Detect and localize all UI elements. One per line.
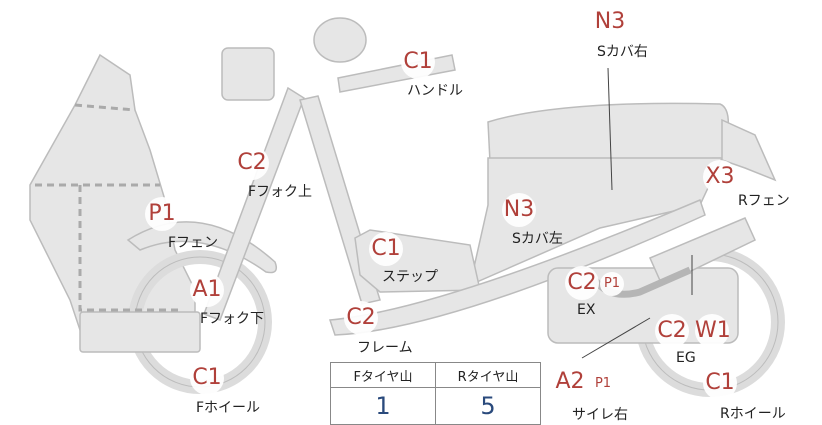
label-rear-fender: Rフェン bbox=[738, 193, 790, 209]
muffler-shape bbox=[649, 217, 756, 287]
label-fork-upper: Fフォク上 bbox=[248, 184, 313, 200]
grade-step: C1 bbox=[369, 232, 403, 266]
front-tread-value: 1 bbox=[330, 387, 436, 425]
label-front-fender: Fフェン bbox=[168, 235, 219, 251]
headlight-shape bbox=[221, 47, 275, 101]
front-fairing bbox=[29, 53, 196, 331]
front-lower-panel bbox=[79, 311, 201, 353]
front-fender-shape bbox=[126, 221, 278, 274]
rear-tread-header: Rタイヤ山 bbox=[435, 362, 541, 388]
tail-shape bbox=[721, 118, 777, 182]
label-muffler: サイレ右 bbox=[572, 407, 628, 423]
grade-rear-fender: X3 bbox=[703, 160, 737, 194]
grade-exhaust: C2 bbox=[565, 266, 599, 300]
grade-engine-a: C2 bbox=[655, 314, 689, 348]
grade-rear-wheel: C1 bbox=[703, 366, 737, 400]
grade-front-fender: P1 bbox=[145, 197, 179, 231]
label-frame: フレーム bbox=[357, 340, 413, 356]
grade-side-cover-left: N3 bbox=[502, 193, 536, 227]
seat-shape bbox=[487, 102, 730, 163]
grade-engine-b: W1 bbox=[695, 314, 731, 348]
frame-shape bbox=[328, 198, 706, 336]
fork-shape bbox=[203, 86, 305, 321]
label-side-cover-left: Sカバ左 bbox=[512, 231, 563, 247]
front-tread-header: Fタイヤ山 bbox=[330, 362, 436, 388]
mirror-shape bbox=[313, 17, 367, 63]
tire-tread-table: Fタイヤ山 Rタイヤ山 1 5 bbox=[330, 362, 541, 425]
rear-tread-value: 5 bbox=[435, 387, 541, 425]
label-front-wheel: Fホイール bbox=[196, 400, 261, 416]
grade-frame: C2 bbox=[344, 301, 378, 335]
grade-muffler: A2 bbox=[553, 365, 587, 399]
label-handle: ハンドル bbox=[407, 83, 463, 99]
grade-side-cover-right: N3 bbox=[593, 5, 627, 39]
grade-front-wheel: C1 bbox=[190, 361, 224, 395]
label-side-cover-right: Sカバ右 bbox=[597, 44, 648, 60]
grade-fork-lower: A1 bbox=[190, 273, 224, 307]
label-exhaust: EX bbox=[577, 302, 596, 318]
label-step: ステップ bbox=[382, 269, 438, 285]
grade-muffler-sub: P1 bbox=[591, 372, 615, 396]
label-engine: EG bbox=[676, 350, 696, 366]
grade-handle: C1 bbox=[401, 45, 435, 79]
grade-exhaust-sub: P1 bbox=[600, 272, 624, 296]
grade-fork-upper: C2 bbox=[235, 146, 269, 180]
label-fork-lower: Fフォク下 bbox=[200, 311, 265, 327]
label-rear-wheel: Rホイール bbox=[720, 406, 786, 422]
